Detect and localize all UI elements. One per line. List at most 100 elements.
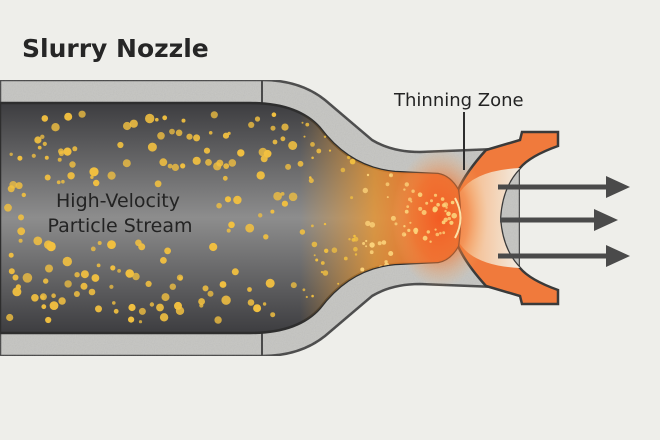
particle [353,234,356,238]
particle [22,273,33,283]
particle [49,301,59,310]
particle [262,302,267,306]
particle [228,159,237,167]
particle [45,316,52,324]
particle [210,111,218,119]
particle [406,205,410,209]
particle [180,163,186,169]
particle [72,146,78,152]
particle [223,163,230,170]
particle [209,242,218,252]
particle [265,278,275,288]
particle [12,274,19,281]
particle [429,240,432,243]
particle [433,193,438,197]
particle [164,247,172,255]
particle [51,293,56,299]
particle [9,152,13,156]
particle [96,263,101,268]
particle [446,211,451,217]
particle [91,274,100,282]
particle [181,118,186,123]
particle [51,123,60,132]
particle [347,155,351,160]
particle [258,213,263,218]
particle [311,156,314,160]
particle [205,159,212,166]
particle [414,230,418,235]
particle [33,236,43,246]
particle [390,215,396,221]
particle [303,135,306,138]
particle [61,179,65,184]
particle [214,316,222,324]
particle [422,235,428,241]
particle [404,182,409,187]
particle [386,196,389,199]
particle [434,228,437,231]
particle [301,121,304,124]
particle [421,210,427,215]
particle-stream [4,110,458,324]
particle [107,171,116,180]
particle [377,241,382,246]
particle [353,246,358,252]
particle [401,232,407,237]
particle [441,220,446,225]
particle [17,227,26,236]
particle [43,278,49,284]
particle [410,200,413,203]
particle [40,134,45,139]
particle [74,272,80,278]
particle [161,293,170,302]
particle [305,122,310,127]
particle [147,142,157,152]
particle [62,256,72,267]
particle [78,110,86,118]
particle [285,163,292,170]
particle [349,158,356,165]
particle [8,252,14,258]
particle [18,238,23,243]
stream-label-line1: High-Velocity [56,190,180,212]
particle [17,155,23,161]
particle [224,196,232,203]
particle [138,243,146,251]
particle [354,253,358,256]
particle [442,231,446,235]
particle [216,202,222,209]
particle [15,284,21,290]
particle [58,150,64,157]
particle [254,116,261,122]
particle [202,285,209,292]
particle [281,123,289,131]
particle [305,295,308,299]
particle [222,132,230,139]
particle [21,192,26,198]
particle [426,230,430,234]
particle [299,229,306,235]
particle [159,313,169,322]
particle [323,222,327,226]
particle [109,284,114,289]
particle [9,181,17,189]
particle [449,220,454,225]
particle [404,209,409,214]
particle [340,167,346,173]
particle [245,223,255,233]
particle [93,179,100,187]
particle [174,301,182,310]
particle [447,216,451,221]
particle [247,287,252,292]
particle [389,174,392,177]
particle [273,191,282,201]
particle [45,264,53,273]
particle [362,242,366,245]
particle [128,303,136,312]
particle [313,254,316,257]
particle [322,270,329,276]
particle [281,200,288,207]
particle [436,202,440,207]
particle [280,136,286,142]
particle [409,221,412,224]
